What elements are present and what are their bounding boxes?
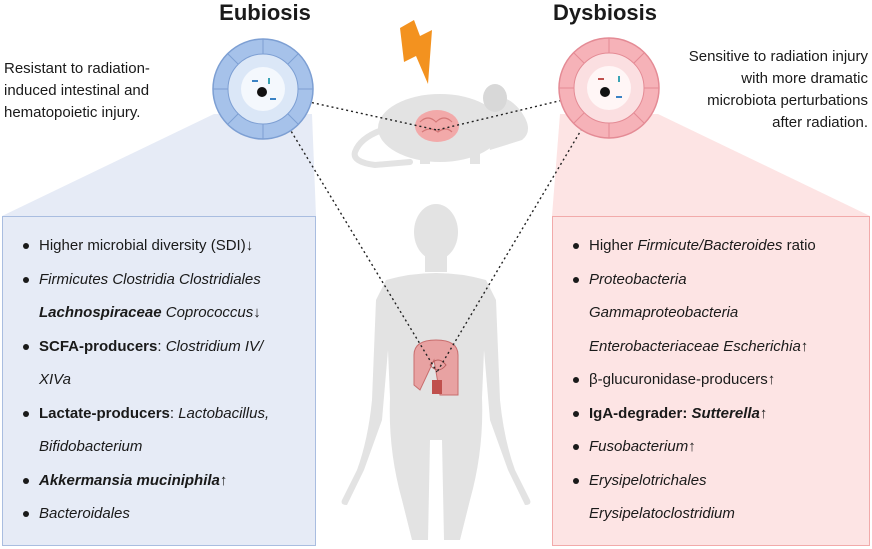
item-text: XIVa [39,371,71,388]
list-item: Firmicutes Clostridia Clostridiales [13,263,309,297]
item-text: Firmicutes Clostridia Clostridiales [39,270,261,288]
human-body-icon [341,204,531,540]
item-text: Gammaproteobacteria [589,304,739,321]
item-text: Sutterella [691,404,760,422]
list-item-continuation: Erysipelatoclostridium [563,497,863,531]
dysbiosis-funnel [552,114,870,216]
mouse-icon [351,84,529,169]
item-text: : [169,404,179,422]
dysbiosis-description-line: with more dramatic [741,70,868,87]
item-text: Enterobacteriaceae Escherichia [589,337,801,355]
item-text: Fusobacterium [589,438,689,455]
eubiosis-funnel [2,114,316,216]
list-item: Lactate-producers: Lactobacillus, [13,397,309,431]
arrow-up-icon: ↑ [767,371,776,388]
dysbiosis-description: Sensitive to radiation injury with more … [648,46,868,134]
item-text: Akkermansia muciniphila [39,471,220,489]
item-text: SCFA-producers [39,337,158,355]
item-text: Lachnospiraceae [39,304,162,321]
connector-lines [267,89,606,373]
eubiosis-description-line: induced intestinal and [4,82,150,99]
item-text: : [157,337,166,355]
list-item: β-glucuronidase-producers↑ [563,363,863,397]
item-text: β-glucuronidase-producers [589,371,768,388]
list-item-continuation: Gammaproteobacteria [563,296,863,330]
list-item-continuation: Bifidobacterium [13,430,309,464]
item-text: Bacteroidales [39,505,130,522]
dysbiosis-panel: Higher Firmicute/Bacteroides ratio Prote… [552,216,870,546]
list-item: Akkermansia muciniphila↑ [13,464,309,498]
gut-crosssection-icon [558,37,660,139]
eubiosis-description-line: Resistant to radiation- [4,60,150,77]
list-item: Higher Firmicute/Bacteroides ratio [563,229,863,263]
item-text: Higher [589,237,638,254]
item-text: Erysipelatoclostridium [589,505,735,522]
list-item: Fusobacterium↑ [563,430,863,464]
arrow-up-icon: ↑ [688,438,696,455]
item-text: Lactobacillus, [178,404,270,422]
list-item: SCFA-producers: Clostridium IV/ [13,330,309,364]
item-text: Coprococcus [161,304,254,321]
arrow-up-icon: ↑ [219,471,228,489]
list-item-continuation: Enterobacteriaceae Escherichia↑ [563,330,863,364]
arrow-down-icon: ↓ [253,304,261,321]
item-text: Lactate-producers [39,404,170,422]
list-item: Bacteroidales [13,497,309,531]
eubiosis-description: Resistant to radiation- induced intestin… [4,58,194,124]
list-item: Erysipelotrichales [563,464,863,498]
item-text: Proteobacteria [589,270,687,288]
item-text: Erysipelotrichales [589,471,707,489]
item-text: Bifidobacterium [39,438,143,455]
list-item: Proteobacteria [563,263,863,297]
eubiosis-list: Higher microbial diversity (SDI)↓ Firmic… [13,229,309,531]
list-item-continuation: XIVa [13,363,309,397]
arrow-up-icon: ↑ [800,337,809,355]
list-item: IgA-degrader: Sutterella↑ [563,397,863,431]
eubiosis-description-line: hematopoietic injury. [4,104,141,121]
list-item: Higher microbial diversity (SDI)↓ [13,229,309,263]
dysbiosis-title: Dysbiosis [553,0,657,25]
dysbiosis-description-line: Sensitive to radiation injury [688,48,868,65]
dysbiosis-description-line: after radiation. [772,114,868,131]
dysbiosis-list: Higher Firmicute/Bacteroides ratio Prote… [563,229,863,531]
lightning-icon [400,20,432,84]
item-text: Clostridium IV/ [165,337,264,355]
brain-icon [415,110,459,142]
arrow-up-icon: ↑ [759,404,768,422]
dysbiosis-description-line: microbiota perturbations [707,92,868,109]
intestine-icon [413,339,459,396]
item-text: IgA-degrader: [589,404,692,422]
item-text: Firmicute/Bacteroides [637,237,783,254]
item-text: ratio [782,237,816,254]
arrow-down-icon: ↓ [245,237,254,254]
eubiosis-title: Eubiosis [219,0,311,25]
list-item-continuation: Lachnospiraceae Coprococcus↓ [13,296,309,330]
eubiosis-panel: Higher microbial diversity (SDI)↓ Firmic… [2,216,316,546]
gut-crosssection-icon [212,38,314,140]
item-text: Higher microbial diversity (SDI) [39,237,246,254]
